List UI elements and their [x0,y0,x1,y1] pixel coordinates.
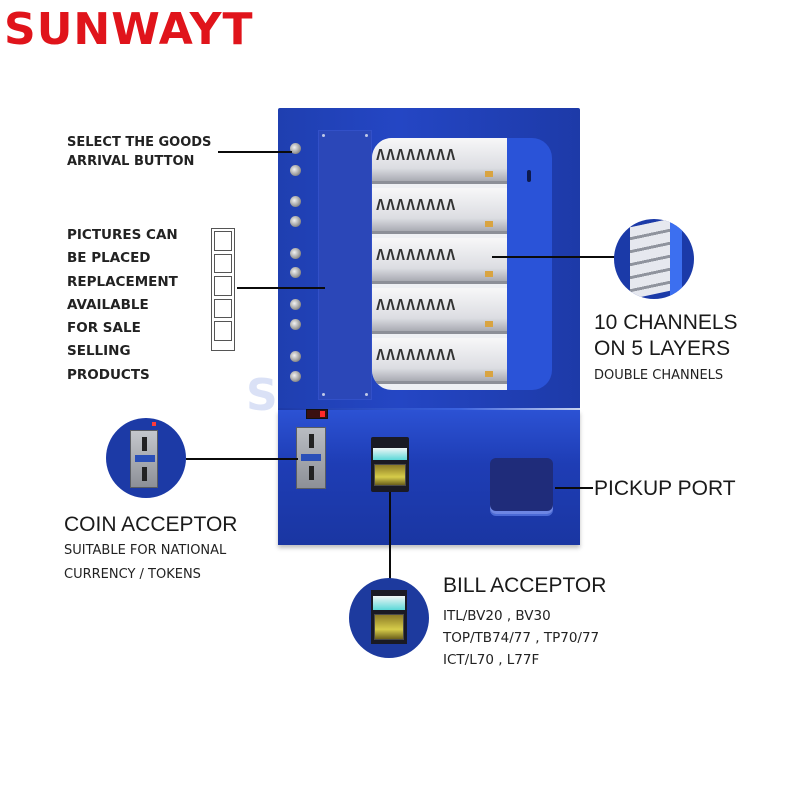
screw-icon [322,134,325,137]
price-tag [485,221,493,227]
bill-acceptor-title: BILL ACCEPTOR [443,574,607,597]
leader-line [555,487,593,489]
coin-acceptor-desc: SUITABLE FOR NATIONAL CURRENCY / TOKENS [64,539,226,587]
price-tag [485,321,493,327]
coin-label-plate [301,454,321,461]
bill-bezel [373,448,407,460]
selection-button-9[interactable] [290,351,301,362]
price-tag [485,271,493,277]
coin-slot [142,437,147,451]
shelf-layer-3: ΛΛΛΛΛΛΛΛ [372,238,507,284]
coin-mech [130,430,158,488]
pickup-port[interactable] [490,458,553,514]
leader-line [237,287,325,289]
spirals: ΛΛΛΛΛΛΛΛ [376,246,457,264]
selection-button-1[interactable] [290,143,301,154]
shelf-layer-1: ΛΛΛΛΛΛΛΛ [372,138,507,184]
channels-detail-image [614,219,694,299]
coin-acceptor-detail-image [106,418,186,498]
picture-slot [214,231,232,251]
selection-button-7[interactable] [290,299,301,310]
callout-line: FOR SALE [67,320,141,337]
spirals: ΛΛΛΛΛΛΛΛ [376,146,457,164]
window-lock-icon [527,170,531,182]
bill-bezel [373,596,405,610]
selection-button-6[interactable] [290,267,301,278]
spiral-shelves [630,219,670,299]
bill-slot [374,614,404,640]
screw-icon [365,134,368,137]
coin-return-slot [309,466,314,480]
callout-line: ICT/L70 , L77F [443,652,540,668]
spirals: ΛΛΛΛΛΛΛΛ [376,196,457,214]
bill-acceptor-models: ITL/BV20 , BV30 TOP/TB74/77 , TP70/77 IC… [443,605,599,671]
selection-button-10[interactable] [290,371,301,382]
callout-title: 10 CHANNELS [594,311,738,334]
callout-title: ON 5 LAYERS [594,337,731,360]
callout-line: TOP/TB74/77 , TP70/77 [443,630,600,646]
bill-slot [374,464,406,486]
selection-button-8[interactable] [290,319,301,330]
cabinet-side [670,219,682,299]
shelf-layer-5: ΛΛΛΛΛΛΛΛ [372,338,507,384]
coin-acceptor-title: COIN ACCEPTOR [64,513,238,536]
price-tag [485,171,493,177]
product-area: ΛΛΛΛΛΛΛΛ ΛΛΛΛΛΛΛΛ ΛΛΛΛΛΛΛΛ ΛΛΛΛΛΛΛΛ ΛΛΛΛ… [372,138,507,390]
selection-button-3[interactable] [290,196,301,207]
callout-line: PRODUCTS [67,366,150,383]
screw-icon [365,393,368,396]
power-switch[interactable] [306,409,328,419]
leader-line [492,256,616,258]
bill-acceptor-unit[interactable] [371,437,409,492]
callout-line: SELECT THE GOODS [67,135,212,150]
picture-slot [214,321,232,341]
channels-callout: 10 CHANNELS ON 5 LAYERS [594,310,738,362]
select-button-callout: SELECT THE GOODS ARRIVAL BUTTON [67,133,211,171]
picture-slot [214,276,232,296]
leader-line [218,151,292,153]
pictures-callout: PICTURES CAN BE PLACED REPLACEMENT AVAIL… [67,224,178,387]
coin-slot [309,434,314,448]
picture-slot [214,298,232,318]
screw-icon [322,393,325,396]
coin-return-slot [142,467,147,481]
selection-button-2[interactable] [290,165,301,176]
callout-line: ARRIVAL BUTTON [67,154,195,169]
picture-panel [318,130,372,400]
channels-subtitle: DOUBLE CHANNELS [594,368,724,383]
callout-line: CURRENCY / TOKENS [64,567,201,582]
coin-acceptor-unit[interactable] [296,427,326,489]
shelf-layer-4: ΛΛΛΛΛΛΛΛ [372,288,507,334]
price-tag [485,371,493,377]
spirals: ΛΛΛΛΛΛΛΛ [376,296,457,314]
selection-button-5[interactable] [290,248,301,259]
coin-label-plate [135,455,155,462]
callout-line: AVAILABLE [67,296,149,313]
spirals: ΛΛΛΛΛΛΛΛ [376,346,457,364]
watermark: S [246,370,280,421]
pickup-port-title: PICKUP PORT [594,477,736,500]
leader-line [389,492,391,580]
bill-acceptor-detail-image [349,578,429,658]
callout-line: PICTURES CAN [67,227,178,243]
picture-slots-icon [211,228,235,351]
callout-line: REPLACEMENT [67,273,178,290]
brand-logo: SUNWAYT [4,4,254,55]
leader-line [186,458,298,460]
selection-button-4[interactable] [290,216,301,227]
callout-line: BE PLACED [67,250,151,267]
callout-line: SELLING [67,343,131,360]
shelf-layer-2: ΛΛΛΛΛΛΛΛ [372,188,507,234]
callout-line: ITL/BV20 , BV30 [443,608,551,624]
picture-slot [214,253,232,273]
callout-line: SUITABLE FOR NATIONAL [64,543,227,558]
display-window: ΛΛΛΛΛΛΛΛ ΛΛΛΛΛΛΛΛ ΛΛΛΛΛΛΛΛ ΛΛΛΛΛΛΛΛ ΛΛΛΛ… [372,138,552,390]
led-icon [152,422,156,426]
